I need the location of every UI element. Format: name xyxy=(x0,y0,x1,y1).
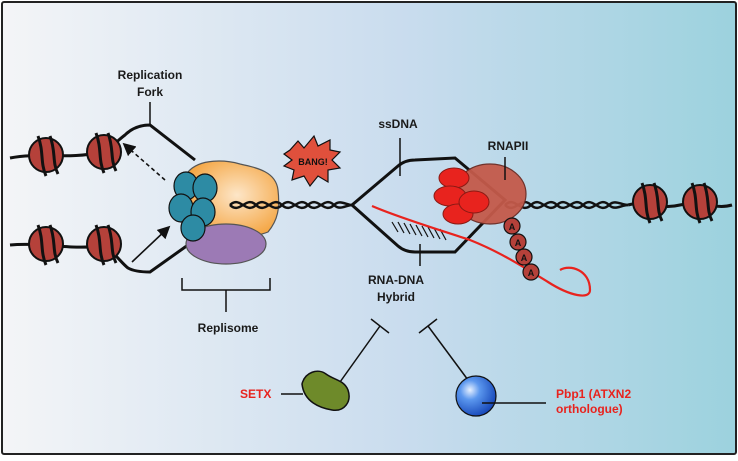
pbp1-protein xyxy=(455,375,497,417)
nucleosome-upper-1 xyxy=(28,135,64,177)
rnapii-subunit xyxy=(458,190,490,214)
pbp1-label-line1: Pbp1 (ATXN2 xyxy=(556,387,631,401)
polya-letter: A xyxy=(528,268,535,278)
replisome-label: Replisome xyxy=(198,321,259,335)
replisome-polymerase-purple xyxy=(185,223,267,265)
bang-label: BANG! xyxy=(298,157,328,167)
replisome xyxy=(168,160,280,265)
leading-strand-arrow xyxy=(131,225,171,263)
setx-label: SETX xyxy=(240,387,271,401)
pbp1-inhibition xyxy=(418,318,469,381)
replisome-helicase xyxy=(168,171,218,242)
setx-protein xyxy=(301,370,350,411)
nucleosome-lower-1 xyxy=(28,224,64,266)
nucleosome-lower-2 xyxy=(86,224,122,266)
replication-fork-label-line1: Replication xyxy=(118,68,183,82)
rnapii-subunit xyxy=(438,167,470,189)
bang-burst: BANG! xyxy=(282,134,342,188)
pbp1-label-line2: orthologue) xyxy=(556,402,623,416)
rna-dna-hybrid-label-line2: Hybrid xyxy=(377,290,415,304)
nucleosome-right-1 xyxy=(632,182,668,224)
lagging-strand-arrow xyxy=(122,142,166,181)
polya-letter: A xyxy=(521,253,528,263)
rnapii-label: RNAPII xyxy=(488,139,529,153)
rna-dna-hybrid-hatching xyxy=(391,221,447,241)
polya-tail: A A A A xyxy=(503,217,540,281)
setx-inhibition xyxy=(339,318,390,383)
ssdna-label: ssDNA xyxy=(378,117,418,131)
nucleosome-right-2 xyxy=(682,182,718,224)
polya-letter: A xyxy=(509,222,516,232)
nucleosome-upper-2 xyxy=(86,132,122,174)
replication-fork-label-line2: Fork xyxy=(137,85,163,99)
rnapii-complex xyxy=(433,163,527,225)
dna-helix-center xyxy=(229,200,353,210)
rna-dna-hybrid-label-line1: RNA-DNA xyxy=(368,273,424,287)
polya-letter: A xyxy=(515,238,522,248)
